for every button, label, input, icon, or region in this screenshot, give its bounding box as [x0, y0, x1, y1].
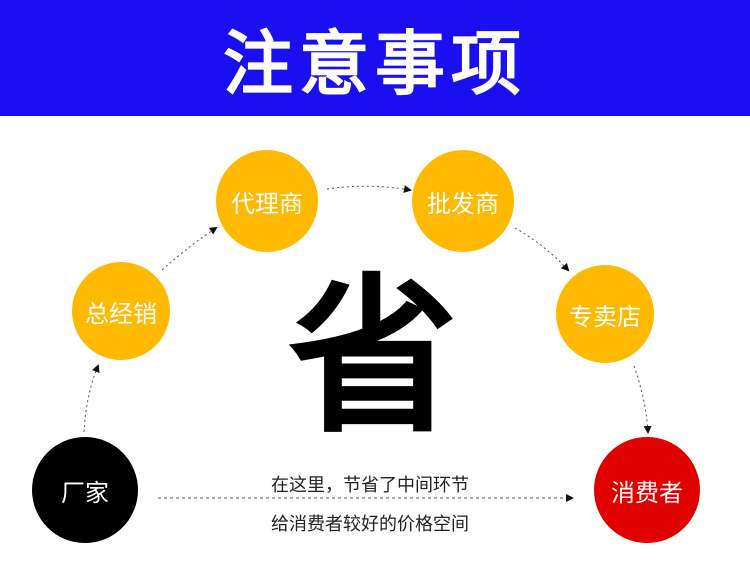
node-agent-label: 代理商 — [231, 189, 303, 218]
caption-line-1: 在这里，节省了中间环节 — [271, 475, 469, 496]
center-character: 省 — [287, 259, 458, 457]
node-general-distributor-label: 总经销 — [85, 299, 157, 328]
node-general-distributor: 总经销 — [72, 262, 170, 360]
node-wholesaler-label: 批发商 — [427, 189, 499, 218]
arrow-distributor-to-agent — [161, 226, 218, 271]
node-consumer: 消费者 — [594, 437, 700, 543]
arrow-agent-to-wholesaler — [326, 185, 412, 193]
node-consumer-label: 消费者 — [611, 478, 683, 507]
node-wholesaler: 批发商 — [412, 150, 514, 252]
node-agent: 代理商 — [216, 150, 318, 252]
page-title: 注意事项 — [223, 22, 527, 105]
node-retail-store: 专卖店 — [556, 265, 654, 363]
node-factory-label: 厂家 — [61, 478, 109, 507]
node-retail-store-label: 专卖店 — [569, 302, 641, 331]
node-factory: 厂家 — [32, 437, 138, 543]
caption-line-2: 给消费者较好的价格空间 — [271, 514, 469, 535]
arrow-retail-to-consumer — [633, 365, 652, 434]
arrow-wholesaler-to-retail — [514, 227, 570, 272]
title-banner — [0, 0, 750, 116]
arrow-factory-to-distributor — [83, 364, 100, 433]
